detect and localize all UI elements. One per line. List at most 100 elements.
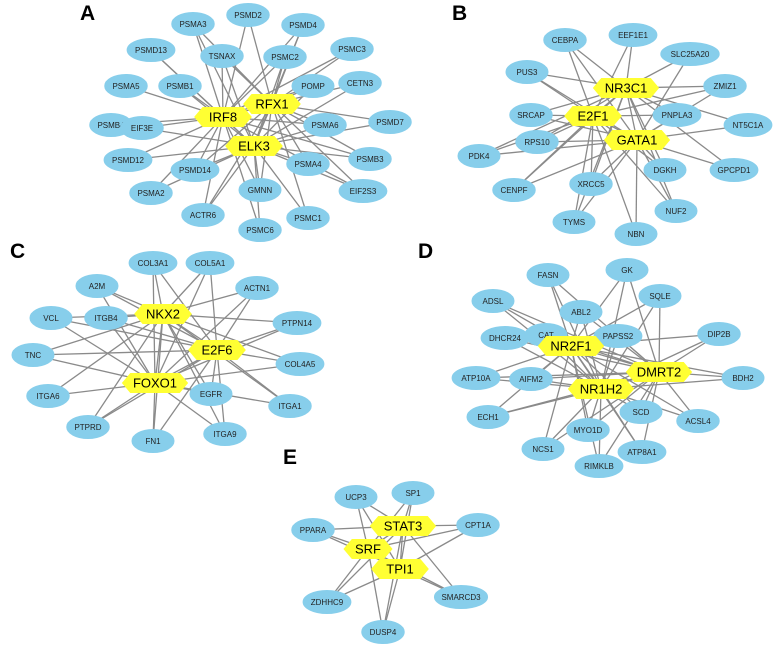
hub-node[interactable]: STAT3 bbox=[369, 516, 437, 536]
gene-node[interactable]: ZMIZ1 bbox=[703, 74, 747, 98]
gene-node[interactable]: PSMD7 bbox=[368, 110, 412, 134]
gene-node[interactable]: EIF3E bbox=[120, 116, 164, 140]
gene-node[interactable]: NCS1 bbox=[521, 437, 565, 461]
gene-node[interactable]: TNC bbox=[11, 343, 55, 367]
gene-node[interactable]: FN1 bbox=[131, 429, 175, 453]
gene-node[interactable]: ACTR6 bbox=[181, 203, 225, 227]
gene-node[interactable]: SCD bbox=[619, 400, 663, 424]
gene-node[interactable]: DIP2B bbox=[697, 322, 741, 346]
gene-node[interactable]: PSMA2 bbox=[129, 181, 173, 205]
gene-node[interactable]: EIF2S3 bbox=[338, 179, 388, 203]
gene-node[interactable]: TYMS bbox=[552, 210, 596, 234]
hub-node[interactable]: IRF8 bbox=[194, 107, 252, 127]
gene-node[interactable]: ACTN1 bbox=[235, 276, 279, 300]
hub-node[interactable]: NKX2 bbox=[134, 304, 192, 324]
gene-node[interactable]: ZDHHC9 bbox=[302, 590, 352, 614]
gene-node-ellipse bbox=[492, 178, 536, 202]
hub-node[interactable]: GATA1 bbox=[603, 130, 671, 150]
gene-node[interactable]: PSMC2 bbox=[263, 45, 307, 69]
hub-node[interactable]: NR1H2 bbox=[567, 379, 635, 399]
gene-node[interactable]: TSNAX bbox=[200, 44, 244, 68]
gene-node[interactable]: GMNN bbox=[238, 178, 282, 202]
gene-node[interactable]: AIFM2 bbox=[509, 367, 553, 391]
gene-node[interactable]: EGFR bbox=[189, 382, 233, 406]
gene-node[interactable]: CETN3 bbox=[338, 71, 382, 95]
gene-node[interactable]: ITGA9 bbox=[203, 422, 247, 446]
gene-node[interactable]: GPCPD1 bbox=[709, 158, 759, 182]
gene-node[interactable]: PSMA3 bbox=[171, 12, 215, 36]
gene-node[interactable]: BDH2 bbox=[721, 366, 765, 390]
gene-node[interactable]: SRCAP bbox=[509, 103, 553, 127]
gene-node[interactable]: NT5C1A bbox=[723, 113, 773, 137]
gene-node[interactable]: PSMD13 bbox=[126, 38, 176, 62]
gene-node[interactable]: MYO1D bbox=[566, 418, 610, 442]
gene-node[interactable]: CPT1A bbox=[456, 513, 500, 537]
gene-node[interactable]: DHCR24 bbox=[480, 326, 530, 350]
gene-node[interactable]: CENPF bbox=[492, 178, 536, 202]
gene-node[interactable]: RIMKLB bbox=[574, 454, 624, 478]
gene-node[interactable]: ECH1 bbox=[466, 405, 510, 429]
gene-node[interactable]: SLC25A20 bbox=[660, 42, 720, 66]
hub-node[interactable]: TPI1 bbox=[371, 559, 429, 579]
gene-node[interactable]: XRCC5 bbox=[569, 172, 613, 196]
gene-node[interactable]: POMP bbox=[291, 74, 335, 98]
gene-node[interactable]: RPS10 bbox=[515, 130, 559, 154]
gene-node-ellipse bbox=[291, 74, 335, 98]
gene-node[interactable]: ADSL bbox=[471, 289, 515, 313]
gene-node[interactable]: NUF2 bbox=[654, 199, 698, 223]
gene-node[interactable]: ACSL4 bbox=[676, 409, 720, 433]
gene-node[interactable]: ITGB4 bbox=[84, 306, 128, 330]
hub-node[interactable]: E2F6 bbox=[188, 340, 246, 360]
gene-node[interactable]: UCP3 bbox=[334, 485, 378, 509]
gene-node[interactable]: PTPRD bbox=[66, 415, 110, 439]
gene-node[interactable]: GK bbox=[605, 258, 649, 282]
gene-node[interactable]: SQLE bbox=[638, 284, 682, 308]
hub-node[interactable]: ELK3 bbox=[225, 136, 283, 156]
gene-node[interactable]: PSMC6 bbox=[238, 218, 282, 242]
hub-node[interactable]: FOXO1 bbox=[121, 373, 189, 393]
gene-node[interactable]: PNPLA3 bbox=[652, 103, 702, 127]
gene-node[interactable]: COL4A5 bbox=[275, 352, 325, 376]
gene-node[interactable]: PSMC3 bbox=[330, 37, 374, 61]
gene-node[interactable]: PSMA4 bbox=[286, 152, 330, 176]
gene-node[interactable]: COL5A1 bbox=[185, 251, 235, 275]
gene-node[interactable]: SP1 bbox=[391, 481, 435, 505]
gene-node[interactable]: PSMD12 bbox=[103, 148, 153, 172]
gene-node[interactable]: ATP10A bbox=[451, 366, 501, 390]
gene-node[interactable]: PSMA6 bbox=[303, 113, 347, 137]
gene-node[interactable]: SMARCD3 bbox=[433, 585, 489, 609]
gene-node[interactable]: ITGA1 bbox=[268, 394, 312, 418]
gene-node[interactable]: PSMA5 bbox=[104, 74, 148, 98]
gene-node[interactable]: A2M bbox=[75, 274, 119, 298]
gene-node[interactable]: PTPN14 bbox=[272, 311, 322, 335]
hub-node[interactable]: E2F1 bbox=[564, 106, 622, 126]
gene-node[interactable]: FASN bbox=[526, 263, 570, 287]
hub-node[interactable]: RFX1 bbox=[243, 94, 301, 114]
gene-node[interactable]: ITGA6 bbox=[26, 384, 70, 408]
gene-node[interactable]: ABL2 bbox=[559, 300, 603, 324]
gene-label: EIF2S3 bbox=[350, 187, 377, 196]
gene-node[interactable]: PUS3 bbox=[505, 60, 549, 84]
gene-node[interactable]: NBN bbox=[614, 222, 658, 246]
gene-node[interactable]: PSMD2 bbox=[226, 3, 270, 27]
gene-node[interactable]: PPARA bbox=[291, 518, 335, 542]
hub-node[interactable]: SRF bbox=[343, 539, 393, 559]
hub-node[interactable]: DMRT2 bbox=[625, 362, 693, 382]
gene-label: MYO1D bbox=[574, 426, 603, 435]
gene-node[interactable]: EEF1E1 bbox=[608, 23, 658, 47]
gene-node[interactable]: PSMD14 bbox=[170, 158, 220, 182]
gene-node[interactable]: PSMB3 bbox=[348, 147, 392, 171]
gene-node[interactable]: VCL bbox=[29, 306, 73, 330]
gene-node[interactable]: ATP8A1 bbox=[617, 440, 667, 464]
hub-node[interactable]: NR3C1 bbox=[592, 78, 660, 98]
gene-node[interactable]: CEBPA bbox=[543, 28, 587, 52]
gene-node[interactable]: PDK4 bbox=[457, 144, 501, 168]
gene-node[interactable]: COL3A1 bbox=[128, 251, 178, 275]
edge bbox=[162, 313, 301, 365]
gene-node[interactable]: DUSP4 bbox=[361, 620, 405, 644]
gene-node[interactable]: PSMD4 bbox=[281, 13, 325, 37]
gene-node[interactable]: DGKH bbox=[643, 158, 687, 182]
gene-node[interactable]: PSMB1 bbox=[158, 74, 202, 98]
hub-node[interactable]: NR2F1 bbox=[537, 336, 605, 356]
gene-node[interactable]: PSMC1 bbox=[286, 206, 330, 230]
